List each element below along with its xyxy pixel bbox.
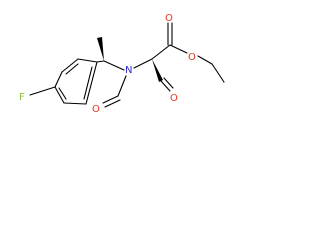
stereo-wedge-bond	[97, 37, 104, 61]
ring-bond	[77, 58, 98, 63]
fluorine-label: F	[19, 92, 25, 103]
ring-double-bond	[58, 87, 67, 100]
alpha-to-ester-carbon-bond	[151, 44, 171, 60]
formyl-double-bond	[104, 99, 121, 108]
ring-bond	[63, 102, 87, 105]
ester-carbonyl-oxygen-label: O	[165, 13, 173, 24]
ring-bond	[61, 58, 79, 73]
nitrogen-label: N	[125, 65, 132, 76]
chiral-to-nitrogen-bond	[103, 60, 125, 71]
formyl-group	[102, 75, 127, 108]
atom-labels: F N O O O O	[19, 13, 196, 115]
chiral-ethyl-group	[96, 37, 125, 71]
ring-double-bond	[83, 66, 93, 100]
aldehyde-double-bond	[163, 77, 174, 89]
formyl-double-bond	[102, 95, 119, 104]
c-f-bond	[29, 86, 56, 96]
formyl-oxygen-label: O	[92, 104, 100, 115]
ring-bond	[54, 86, 65, 104]
ring-to-chiral-bond	[96, 60, 105, 63]
ring-bond	[54, 71, 63, 88]
oxygen-to-ethyl-bond	[197, 55, 213, 65]
nitrogen-to-formyl-carbon-bond	[117, 75, 127, 97]
ester-carbon-to-oxygen-bond	[169, 44, 188, 54]
fluorophenyl-ring	[29, 58, 98, 105]
molecule-structure: F N O O O O	[19, 13, 225, 115]
aldehyde-oxygen-label: O	[170, 93, 178, 104]
ester-oxygen-label: O	[188, 52, 196, 63]
ring-bond	[85, 61, 98, 105]
stereo-wedge-bond	[152, 59, 163, 82]
aldehyde-double-bond	[160, 80, 171, 92]
ring-double-bond	[65, 63, 79, 75]
ethyl-bond	[211, 63, 225, 83]
nitrogen-to-alpha-carbon-bond	[133, 58, 153, 69]
ester-aldehyde-chain	[133, 22, 225, 92]
